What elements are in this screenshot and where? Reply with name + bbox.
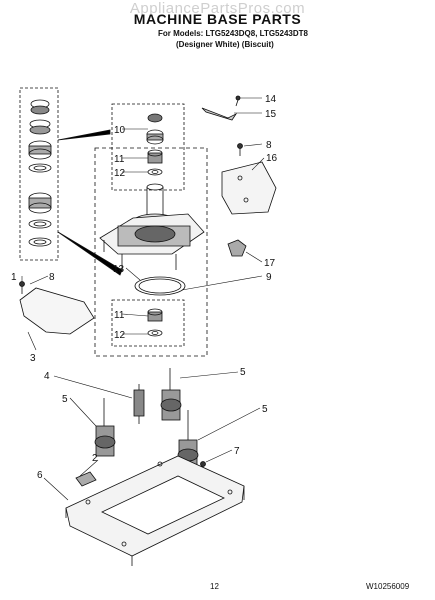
- callout-7: 7: [234, 446, 240, 457]
- kit-part-4: [28, 163, 52, 173]
- watermark: AppliancePartsPros.com: [129, 0, 306, 17]
- kit-part-7: [28, 237, 52, 247]
- kit-leader-upper: [57, 129, 111, 141]
- callout-8-lower: 8: [49, 272, 55, 283]
- part-3-cover: [19, 287, 95, 335]
- part-12-lower: [147, 329, 163, 337]
- part-14-screw: [235, 95, 241, 107]
- part-5-damper-left: [94, 398, 116, 457]
- page-number: 12: [210, 582, 219, 591]
- kit-leader-lower: [57, 231, 123, 276]
- callout-11-upper: 11: [114, 154, 125, 165]
- part-8-screw-upper: [237, 143, 243, 156]
- part-6-base-frame: [65, 455, 245, 566]
- callout-8-upper: 8: [266, 140, 272, 151]
- colors-line: (Designer White) (Biscuit): [176, 40, 274, 49]
- parts-box-10-12: [111, 103, 185, 191]
- part-5-damper-center: [160, 368, 182, 421]
- callout-2: 2: [92, 453, 98, 464]
- gearcase-assembly: [99, 183, 205, 272]
- part-11-upper: [147, 149, 163, 164]
- callout-5-center: 5: [240, 367, 246, 378]
- page-title: MACHINE BASE PARTS: [133, 11, 302, 27]
- gearcase-group-box: [94, 147, 208, 357]
- models-line: For Models: LTG5243DQ8, LTG5243DT8: [158, 29, 308, 38]
- parts-box-11-12-lower: [111, 299, 185, 347]
- part-17-nut: [227, 239, 247, 257]
- callout-10: 10: [114, 125, 126, 136]
- callout-15: 15: [265, 109, 277, 120]
- leader-lines: [21, 97, 265, 501]
- callout-1: 1: [11, 272, 17, 283]
- callout-4: 4: [44, 371, 50, 382]
- part-15-bracket: [201, 107, 238, 121]
- part-2-clip: [75, 471, 97, 487]
- part-10: [146, 113, 164, 145]
- kit-part-5: [28, 192, 52, 214]
- callout-14: 14: [265, 94, 277, 105]
- callout-17: 17: [264, 258, 276, 269]
- callout-5-left: 5: [62, 394, 68, 405]
- kit-part-6: [28, 219, 52, 229]
- callout-12-lower: 12: [114, 330, 126, 341]
- kit-part-1: [30, 99, 50, 115]
- part-16-shield: [221, 161, 277, 215]
- callout-3: 3: [30, 353, 36, 364]
- part-1-screw: [19, 281, 25, 294]
- left-kit-column: [19, 87, 59, 261]
- callout-12-upper: 12: [114, 168, 126, 179]
- kit-part-3: [28, 140, 52, 160]
- kit-part-2: [29, 119, 51, 135]
- part-4-spring: [133, 384, 145, 424]
- callout-9: 9: [266, 272, 272, 283]
- callout-13: 13: [113, 264, 125, 275]
- callout-6: 6: [37, 470, 43, 481]
- callout-5-right: 5: [262, 404, 268, 415]
- callout-11-lower: 11: [114, 310, 125, 321]
- part-13-seal: [134, 276, 186, 296]
- callout-16: 16: [266, 153, 278, 164]
- document-id: W10256009: [366, 582, 410, 591]
- part-11-lower: [147, 308, 163, 322]
- part-12-upper: [147, 168, 163, 176]
